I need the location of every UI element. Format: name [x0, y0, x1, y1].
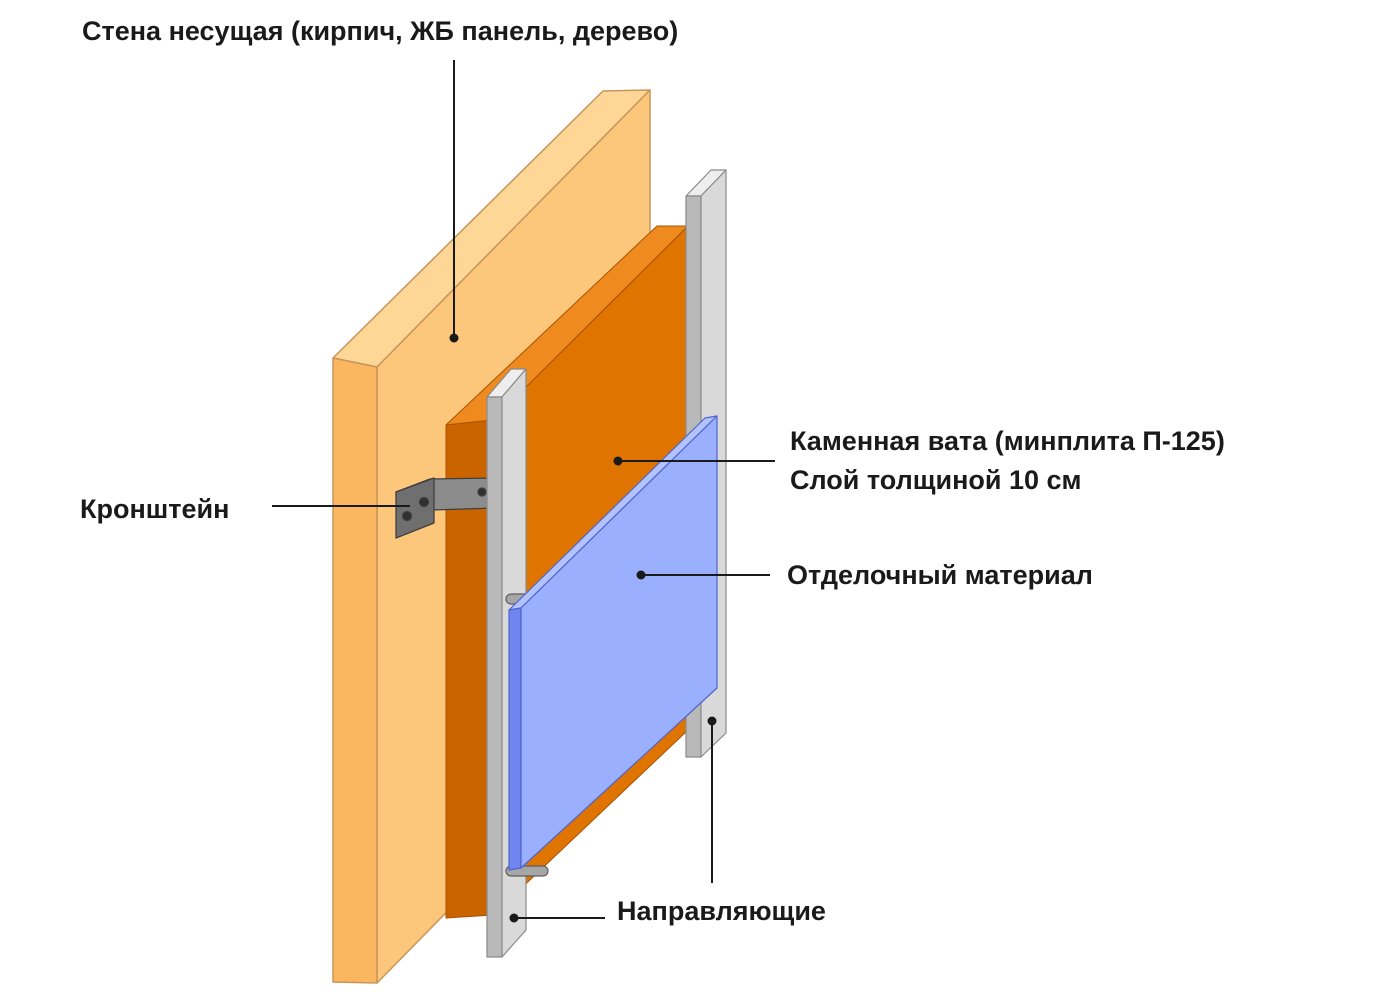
- label-finishing-material: Отделочный материал: [787, 560, 1093, 590]
- finish-front-face: [520, 415, 718, 869]
- dot-finish: [636, 570, 646, 580]
- dot-guide-right: [707, 716, 717, 726]
- bracket-bolt-1: [418, 496, 430, 508]
- dot-wool: [613, 456, 623, 466]
- bracket-plate: [395, 477, 435, 539]
- label-mineral-wool: Каменная вата (минплита П-125) Слой толщ…: [790, 422, 1225, 500]
- label-bracket: Кронштейн: [80, 494, 230, 524]
- leader-dots: [449, 333, 717, 923]
- guide-left-side: [486, 396, 503, 958]
- dot-wall: [449, 333, 459, 343]
- label-guide-rails: Направляющие: [617, 896, 826, 926]
- dot-guide-left: [509, 913, 519, 923]
- finishing-panel: [508, 415, 718, 871]
- label-mineral-wool-line1: Каменная вата (минплита П-125): [790, 426, 1225, 456]
- bracket-bolt-2: [401, 510, 413, 522]
- bracket-bolt-3: [477, 487, 487, 497]
- finish-side-edge: [508, 607, 522, 871]
- label-load-bearing-wall: Стена несущая (кирпич, ЖБ панель, дерево…: [82, 16, 679, 46]
- bracket: [395, 477, 497, 539]
- label-mineral-wool-line2: Слой толщиной 10 см: [790, 465, 1082, 496]
- leader-lines: [272, 60, 775, 919]
- wall-side-face: [332, 357, 378, 984]
